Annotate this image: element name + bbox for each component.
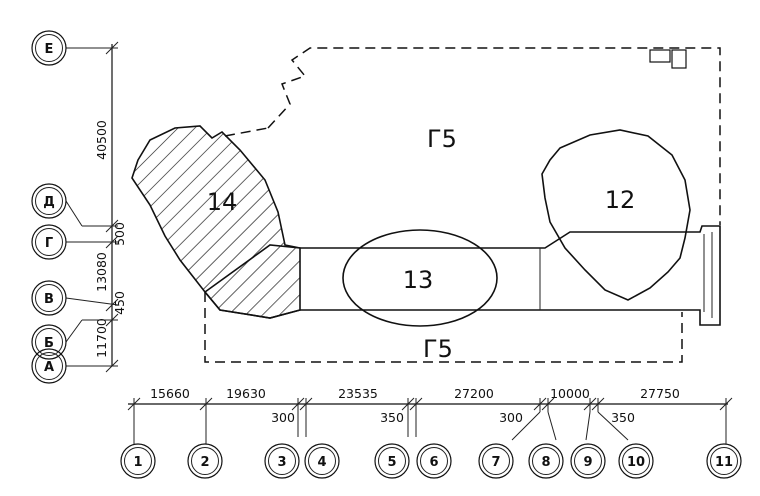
row-axis-A: А [31, 348, 67, 384]
dim-h-offset-300-a: 300 [271, 410, 295, 425]
zone-13-area [342, 229, 498, 327]
vertical-dimension-chain [65, 41, 119, 373]
col-axis-4-label: 4 [317, 455, 326, 470]
upper-site-boundary [224, 47, 721, 225]
col-axis-5-label: 5 [387, 455, 396, 470]
col-axis-7-label: 7 [491, 455, 500, 470]
col-axis-3-label: 3 [277, 455, 286, 470]
row-axis-A-label: А [44, 360, 54, 375]
dim-h-27750: 27750 [640, 386, 680, 401]
col-axis-4: 4 [304, 443, 340, 479]
dim-h-15660: 15660 [150, 386, 190, 401]
row-axis-D-label: Д [43, 195, 55, 210]
dim-h-23535: 23535 [338, 386, 378, 401]
col-axis-1-label: 1 [133, 455, 142, 470]
row-axis-G: Г [31, 224, 67, 260]
dim-h-offset-350-a: 350 [380, 410, 404, 425]
col-axis-2-label: 2 [200, 455, 209, 470]
zone-12-area [541, 129, 691, 301]
col-axis-11: 11 [706, 443, 742, 479]
col-axis-6: 6 [416, 443, 452, 479]
row-axis-V-label: В [44, 292, 54, 307]
lower-site-boundary [204, 292, 683, 363]
col-axis-10: 10 [618, 443, 654, 479]
row-axis-B-label: Б [44, 336, 54, 351]
dim-v-500: 500 [112, 222, 127, 246]
col-axis-2: 2 [187, 443, 223, 479]
horizontal-dimension-chain [127, 397, 733, 444]
corner-small-structure [649, 49, 687, 69]
zone-14-hatched-area [131, 125, 301, 319]
col-axis-9-label: 9 [583, 455, 592, 470]
dim-h-27200: 27200 [454, 386, 494, 401]
dim-v-13080: 13080 [94, 252, 109, 292]
row-axis-E: Е [31, 30, 67, 66]
dim-v-40500: 40500 [94, 120, 109, 160]
row-axis-V: В [31, 280, 67, 316]
col-axis-11-label: 11 [715, 455, 733, 470]
row-axis-E-label: Е [45, 42, 54, 57]
col-axis-6-label: 6 [429, 455, 438, 470]
col-axis-3: 3 [264, 443, 300, 479]
zone-label-g5-lower: Г5 [423, 335, 453, 363]
col-axis-9: 9 [570, 443, 606, 479]
col-axis-10-label: 10 [627, 455, 645, 470]
dim-h-offset-350-b: 350 [611, 410, 635, 425]
dim-h-10000: 10000 [550, 386, 590, 401]
dim-h-offset-300-b: 300 [499, 410, 523, 425]
col-axis-1: 1 [120, 443, 156, 479]
zone-label-12: 12 [605, 186, 636, 214]
row-axis-B: Б [31, 324, 67, 360]
col-axis-8: 8 [528, 443, 564, 479]
dim-v-450: 450 [112, 291, 127, 315]
zone-label-13: 13 [403, 266, 434, 294]
col-axis-5: 5 [374, 443, 410, 479]
row-axis-G-label: Г [45, 236, 53, 251]
zone-label-g5-upper: Г5 [427, 125, 457, 153]
col-axis-8-label: 8 [541, 455, 550, 470]
col-axis-7: 7 [478, 443, 514, 479]
row-axis-D: Д [31, 183, 67, 219]
zone-label-14: 14 [207, 188, 238, 216]
dim-h-19630: 19630 [226, 386, 266, 401]
dim-v-11700: 11700 [94, 318, 109, 358]
